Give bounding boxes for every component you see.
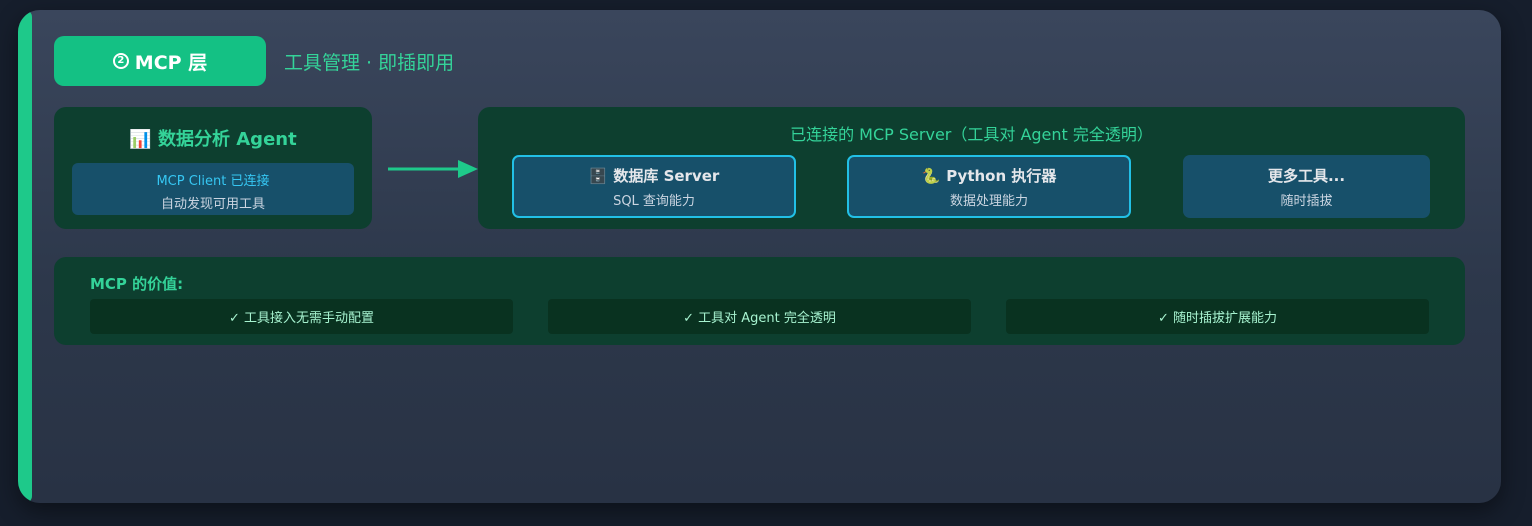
server-card-name: 更多工具... [1267,167,1346,185]
value-item: ✓ 随时插拔扩展能力 [1006,299,1429,334]
circled-number-icon: 2 [112,53,129,69]
server-card-desc: 随时插拔 [1280,194,1333,209]
server-card-title: 🗄️ 数据库 Server [514,165,794,186]
server-card-more: 更多工具... 随时插拔 [1183,155,1430,218]
servers-title: 已连接的 MCP Server（工具对 Agent 完全透明） [790,125,1153,144]
value-item: ✓ 工具对 Agent 完全透明 [548,299,971,334]
accent-bar [18,10,32,503]
mcp-layer-panel: 2 MCP 层 工具管理 · 即插即用 📊 数据分析 Agent MCP Cli… [18,10,1501,503]
server-card-python: 🐍 Python 执行器 数据处理能力 [847,155,1131,218]
server-card-database: 🗄️ 数据库 Server SQL 查询能力 [512,155,796,218]
layer-subtitle: 工具管理 · 即插即用 [284,52,455,74]
arrow-right-icon [388,160,478,178]
server-card-desc: SQL 查询能力 [613,194,695,209]
server-card-name: Python 执行器 [946,167,1057,185]
value-box: MCP 的价值: ✓ 工具接入无需手动配置 ✓ 工具对 Agent 完全透明 ✓… [54,257,1465,345]
server-card-title: 🐍 Python 执行器 [849,165,1129,186]
chart-icon: 📊 [129,129,152,150]
agent-title-label: 数据分析 Agent [157,129,297,150]
value-title: MCP 的价值: [90,275,184,293]
snake-icon: 🐍 [921,166,941,185]
mcp-client-subtitle: 自动发现可用工具 [160,197,265,212]
mcp-client-box: MCP Client 已连接 自动发现可用工具 [72,163,354,215]
servers-box: 已连接的 MCP Server（工具对 Agent 完全透明） 🗄️ 数据库 S… [478,107,1465,229]
mcp-client-title: MCP Client 已连接 [156,174,270,189]
value-item: ✓ 工具接入无需手动配置 [90,299,513,334]
layer-badge-label: MCP 层 [134,51,208,74]
layer-badge: 2 MCP 层 [54,36,266,86]
server-card-desc: 数据处理能力 [949,194,1028,209]
agent-box: 📊 数据分析 Agent MCP Client 已连接 自动发现可用工具 [54,107,372,229]
server-card-name: 数据库 Server [613,167,720,185]
agent-title: 📊 数据分析 Agent [54,125,372,151]
file-cabinet-icon: 🗄️ [588,166,608,185]
